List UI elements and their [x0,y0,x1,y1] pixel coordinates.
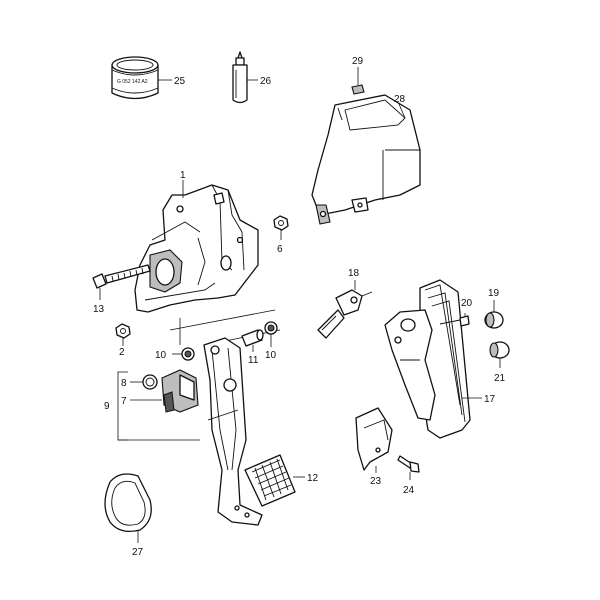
part-nut-lower [115,323,131,339]
part-cover-housing [311,94,421,225]
part-cap-upper [484,311,504,329]
part-nut-upper [273,215,289,231]
part-bushing-left [181,347,195,361]
callout-25: 25 [174,76,186,87]
callout-29: 29 [352,56,364,67]
callout-24: 24 [403,485,415,496]
callout-21: 21 [494,373,506,384]
callout-28: 28 [394,94,406,105]
callout-9: 9 [104,401,110,412]
part-clip [351,84,365,95]
callout-23: 23 [370,476,382,487]
callout-18: 18 [348,268,360,279]
callout-13: 13 [93,304,105,315]
part-switch [161,369,199,413]
part-ring [142,374,158,390]
callout-10b: 10 [265,350,277,361]
callout-1: 1 [180,170,186,181]
part-screw-small [439,315,470,327]
part-accelerator-pedal [384,279,471,439]
callout-6: 6 [277,244,283,255]
part-seal [104,473,152,533]
part-pedal-pad [244,454,296,507]
callout-26: 26 [260,76,272,87]
callout-7: 7 [121,396,127,407]
part-pedal-lever [203,337,263,526]
leader-28 [398,103,406,119]
callout-11: 11 [248,355,259,366]
callout-17: 17 [484,394,496,405]
callout-27: 27 [132,547,144,558]
part-grease-tin: G 052 142 A2 [111,56,159,100]
callout-19: 19 [488,288,500,299]
callout-20: 20 [461,298,473,309]
callout-2: 2 [119,347,125,358]
grease-tin-label: G 052 142 A2 [117,79,148,85]
callout-8: 8 [121,378,127,389]
callout-12: 12 [307,473,319,484]
part-bolt-short [397,455,420,473]
part-spacer-sleeve [241,329,264,347]
part-bolt-long [92,264,151,289]
part-sensor-clip [317,289,373,339]
part-mounting-plate [355,407,393,471]
part-cap-lower [489,341,510,359]
part-bushing-right [264,321,278,335]
part-pedal-bracket [134,184,259,313]
callout-10a: 10 [155,350,167,361]
part-lubricant-tube [232,51,248,104]
